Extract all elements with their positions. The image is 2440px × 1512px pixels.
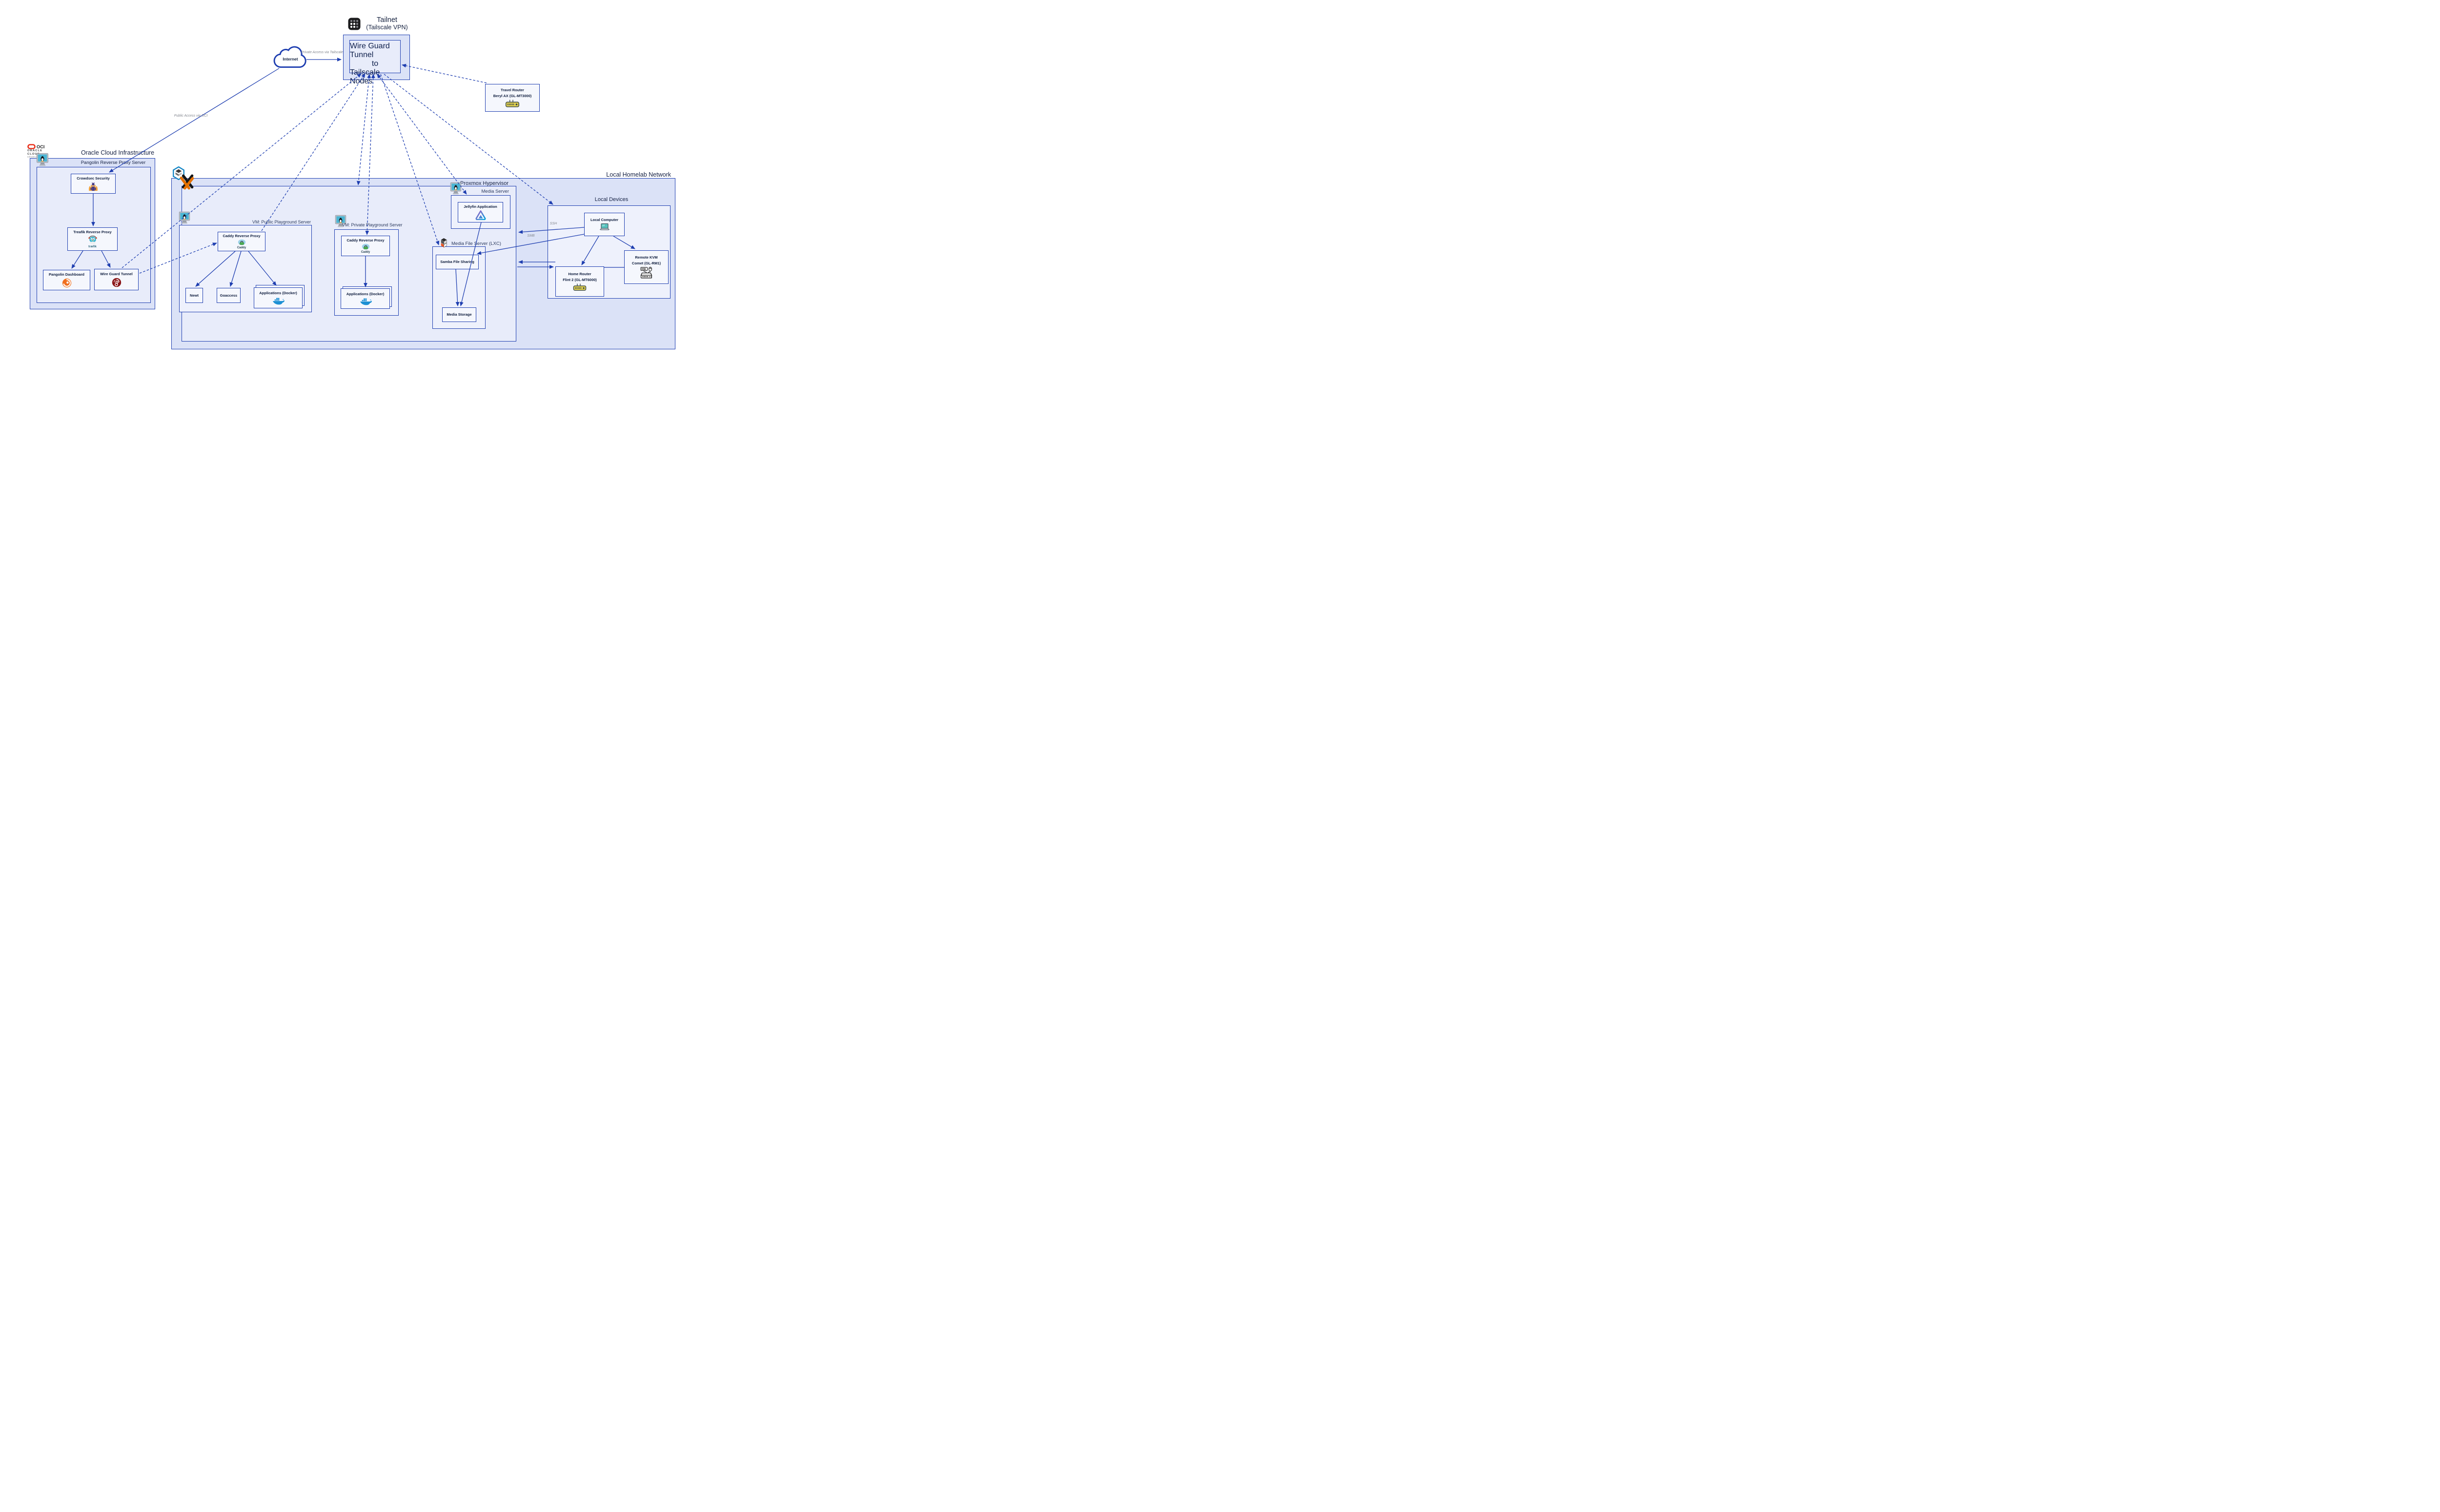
- samba-label: Samba File Sharing: [440, 260, 474, 264]
- cloud-icon: [273, 46, 306, 68]
- travel-router-label-line2: Beryl AX (GL-MT3000): [493, 93, 532, 98]
- edge-label-public-access: Public Access via OCI: [174, 114, 208, 118]
- wireguard-tunnel-oci-node: Wire Guard Tunnel: [94, 269, 139, 290]
- oci-logo: OCI ORACLE CLOUD Infrastructure: [27, 144, 57, 160]
- pangolin-dashboard-label: Pangolin Dashboard: [49, 272, 84, 277]
- network-diagram: Internet Tailnet (Tailscale VPN) Wire Gu…: [0, 0, 703, 379]
- newt-node: Newt: [185, 288, 203, 303]
- home-router-label-line1: Home Router: [568, 271, 591, 276]
- tailnet-title: Tailnet (Tailscale VPN): [348, 16, 426, 31]
- local-computer-label: Local Computer: [590, 217, 619, 222]
- caddy-lock-icon: [238, 240, 245, 245]
- internet-node: Internet: [271, 44, 309, 72]
- edge-travel-router-tailnet: [401, 63, 487, 83]
- caddy-private-node: Caddy Reverse Proxy Caddy: [341, 236, 390, 256]
- traefik-node: Treafik Reverse Proxy træfik: [67, 227, 118, 251]
- edge-label-private-access: Private Access via Tailscale: [301, 51, 343, 54]
- docker-whale-icon: [273, 298, 285, 305]
- edge-tailnet-media-server: [377, 74, 467, 195]
- edge-internet-crowdsec: [109, 68, 280, 173]
- linux-monitor-icon: [178, 211, 191, 224]
- proxmox-x-icon: [179, 174, 195, 190]
- crowdsec-label: Crowdsec Security: [77, 176, 110, 181]
- media-storage-label: Media Storage: [447, 312, 472, 317]
- remote-kvm-node: Remote KVM Comet (GL-RM1): [624, 250, 669, 284]
- caddy-lock-icon: [362, 244, 369, 250]
- home-router-node: Home Router Flint 2 (GL-MT6000): [555, 266, 604, 297]
- vm-public-title: VM: Public Playground Server: [252, 220, 311, 224]
- laptop-icon: [599, 223, 610, 231]
- tailscale-icon: [348, 18, 361, 30]
- caddy-private-caption: Caddy: [361, 251, 370, 254]
- pangolin-swirl-icon: [62, 278, 71, 287]
- wifi-router-icon: [505, 100, 520, 107]
- tailnet-title-line1: Tailnet: [377, 16, 397, 24]
- oracle-ring-icon: [27, 144, 36, 149]
- samba-node: Samba File Sharing: [436, 255, 479, 269]
- travel-router-node: Travel Router Beryl AX (GL-MT3000): [485, 84, 540, 112]
- newt-label: Newt: [190, 293, 199, 298]
- oci-logo-line3: Infrastructure: [27, 156, 41, 159]
- edge-label-ssh: SSH: [549, 222, 557, 225]
- jellyfin-label: Jellyfin Application: [464, 204, 497, 209]
- remote-kvm-label-line1: Remote KVM: [635, 255, 658, 260]
- wg-tunnel-line2: to: [371, 60, 379, 68]
- edge-tailnet-proxmox: [356, 73, 371, 186]
- wg-tunnel-line3: Tailscale Nodes: [350, 68, 380, 85]
- local-computer-node: Local Computer: [584, 213, 625, 236]
- goaccess-label: Goaccess: [220, 293, 238, 298]
- wireguard-tunnel-tailnet-box: Wire Guard Tunnel to Tailscale Nodes: [349, 40, 401, 85]
- media-storage-node: Media Storage: [442, 307, 476, 322]
- oci-logo-line1: ORACLE: [27, 149, 43, 152]
- wifi-router-icon: [573, 283, 587, 291]
- apps-public-label: Applications (Docker): [259, 291, 297, 296]
- home-router-label-line2: Flint 2 (GL-MT6000): [563, 277, 597, 282]
- proxmox-title: Proxmox Hypervisor: [460, 181, 508, 186]
- goaccess-node: Goaccess: [217, 288, 241, 303]
- wireguard-oci-label: Wire Guard Tunnel: [100, 272, 133, 277]
- apps-private-node: Applications (Docker): [341, 288, 390, 309]
- apps-private-label: Applications (Docker): [346, 291, 385, 296]
- crowdsec-mascot-icon: [89, 182, 98, 191]
- traefik-gopher-icon: [88, 235, 97, 244]
- pangolin-server-title: Pangolin Reverse Proxy Server: [81, 160, 146, 165]
- caddy-public-label: Caddy Reverse Proxy: [223, 233, 261, 238]
- homelab-title: Local Homelab Network: [606, 171, 671, 178]
- traefik-caption: træfik: [88, 245, 97, 248]
- local-devices-title: Local Devices: [594, 197, 629, 202]
- media-file-server-title: Media File Server (LXC): [451, 241, 501, 246]
- lxc-cubes-icon: [438, 237, 450, 249]
- oci-logo-line2: CLOUD: [27, 153, 41, 156]
- oci-title: Oracle Cloud Infrastructure: [81, 149, 155, 156]
- remote-kvm-label-line2: Comet (GL-RM1): [631, 261, 661, 265]
- apps-public-node: Applications (Docker): [254, 287, 303, 308]
- pangolin-dashboard-node: Pangolin Dashboard: [43, 270, 90, 290]
- internet-label: Internet: [283, 57, 298, 61]
- caddy-public-caption: Caddy: [237, 246, 246, 250]
- docker-whale-icon: [360, 299, 372, 305]
- wireguard-icon: [112, 278, 121, 287]
- vm-private-title: VM: Private Playground Server: [342, 222, 403, 227]
- jellyfin-triangle-icon: [475, 210, 486, 221]
- caddy-private-label: Caddy Reverse Proxy: [346, 238, 385, 242]
- oci-logo-short: OCI: [37, 144, 45, 149]
- travel-router-label-line1: Travel Router: [501, 87, 524, 92]
- jellyfin-node: Jellyfin Application: [458, 202, 503, 222]
- crowdsec-node: Crowdsec Security: [71, 174, 116, 194]
- kvm-device-icon: [640, 266, 652, 279]
- caddy-public-node: Caddy Reverse Proxy Caddy: [218, 232, 265, 251]
- media-server-title: Media Server: [481, 189, 509, 194]
- traefik-label: Treafik Reverse Proxy: [73, 230, 112, 235]
- edge-label-smb: SMB: [527, 234, 535, 238]
- wg-tunnel-line1: Wire Guard Tunnel: [350, 42, 390, 59]
- linux-monitor-icon: [35, 152, 50, 167]
- tailnet-title-line2: (Tailscale VPN): [366, 24, 408, 31]
